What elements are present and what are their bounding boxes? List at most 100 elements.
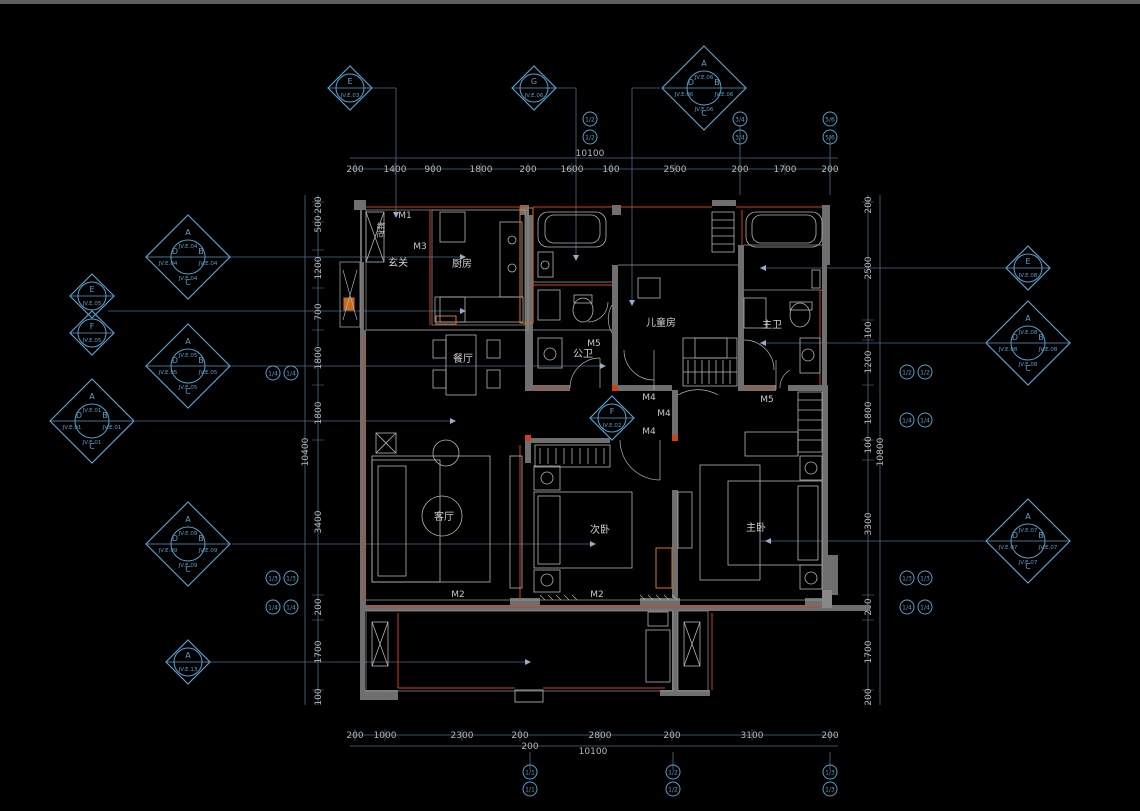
- elevation-ref: JV.E.05: [82, 338, 102, 344]
- elevation-center[interactable]: FJV.E.02: [589, 395, 635, 441]
- elevation-top-1[interactable]: EJV.E.03: [327, 65, 373, 111]
- axis-label: 1/1: [525, 770, 535, 777]
- elevation-ref: JV.E.09: [198, 548, 218, 554]
- axis-circle: [732, 129, 748, 145]
- leader-arrows: [393, 212, 771, 665]
- elevation-frame: [49, 378, 135, 464]
- elevation-letter: B: [198, 534, 204, 543]
- axis-top-2: 3/4 3/4: [732, 111, 748, 145]
- axis-circle: [732, 111, 748, 127]
- door-label-m5-master: M5: [760, 395, 774, 405]
- elevation-letter: D: [76, 411, 82, 420]
- dim-right-1: 2500: [864, 256, 874, 279]
- elevation-ref: JV.E.01: [82, 408, 102, 414]
- elevation-ref: JV.E.07: [1018, 560, 1038, 566]
- room-label-entry: 玄关: [388, 256, 408, 269]
- elevation-letter: B: [1038, 531, 1044, 540]
- axis-label: 5/6: [825, 135, 835, 142]
- axis-label: 1/2: [585, 117, 595, 124]
- elevation-letter: D: [172, 247, 178, 256]
- axis-label: 1/3: [920, 576, 930, 583]
- elevation-letter: B: [198, 356, 204, 365]
- bay-window: [339, 261, 361, 328]
- dim-top-10: 200: [821, 165, 838, 175]
- elevation-letter: A: [185, 651, 191, 660]
- room-labels: 玄关 厨房 餐厅 客厅 公卫 儿童房 主卫 次卧 主卧 鞋柜: [376, 222, 782, 536]
- floor-plan-drawing[interactable]: 10100 200 1400 900 1800 200 1600 100 250…: [0, 4, 1140, 811]
- dim-top-0: 200: [346, 165, 363, 175]
- axis-circle: [522, 764, 538, 780]
- elevation-ref: JV.E.08: [1018, 330, 1038, 336]
- elevation-letter: D: [1012, 531, 1018, 540]
- elevation-frame: [327, 65, 373, 111]
- elevation-letter: D: [688, 78, 694, 87]
- axis-circle: [899, 599, 915, 615]
- dim-left-3: 700: [314, 303, 324, 320]
- room-label-public-bath: 公卫: [573, 349, 593, 360]
- elevation-left-3[interactable]: F JV.E.05: [69, 310, 115, 356]
- dim-left-1: 500: [314, 215, 324, 232]
- axis-circle: [917, 412, 933, 428]
- door-label-m4-kids: M4: [642, 393, 656, 403]
- elevation-letter: E: [347, 77, 352, 86]
- canvas-background: [0, 4, 1140, 811]
- axis-label: 1/2: [920, 370, 930, 377]
- elevation-ref: JV.E.02: [602, 423, 622, 429]
- dim-right-6: 3300: [864, 512, 874, 535]
- axis-circle: [899, 364, 915, 380]
- elevation-ref: JV.E.06: [674, 92, 694, 98]
- axis-label: 1/4: [902, 418, 912, 425]
- elevation-top-2[interactable]: GJV.E.06: [511, 65, 557, 111]
- elevation-right-1[interactable]: EJV.E.08: [1005, 245, 1051, 291]
- dim-left-9: 100: [314, 688, 324, 705]
- elevation-ref: JV.E.06: [524, 93, 544, 99]
- elevation-ref: JV.E.04: [178, 276, 198, 282]
- axis-label: 3/4: [735, 117, 745, 124]
- elevation-ref: JV.E.01: [82, 440, 102, 446]
- elevation-left-7[interactable]: AJV.E.13: [165, 639, 211, 685]
- room-label-dining: 餐厅: [453, 352, 473, 365]
- dim-top-4: 200: [519, 165, 536, 175]
- axis-circle: [899, 412, 915, 428]
- axis-label: 1/1: [525, 787, 535, 794]
- axis-circle: [917, 364, 933, 380]
- axis-circle: [665, 764, 681, 780]
- elevation-letter: B: [1038, 333, 1044, 342]
- elevation-letter: F: [90, 322, 95, 331]
- axis-label: 1/3: [825, 787, 835, 794]
- elevation-ref: JV.E.05: [178, 385, 198, 391]
- elevation-letter: D: [172, 534, 178, 543]
- axis-circle: [822, 111, 838, 127]
- dim-bottom-6: 3100: [741, 731, 764, 741]
- axis-circle: [822, 781, 838, 797]
- elevation-ref: JV.E.04: [158, 261, 178, 267]
- elevation-ref: JV.E.07: [998, 545, 1018, 551]
- elevation-ref: JV.E.07: [1018, 528, 1038, 534]
- dim-right-9: 200: [864, 688, 874, 705]
- dimension-lines: [108, 87, 1015, 770]
- dim-top-5: 1600: [561, 165, 584, 175]
- elevation-letter: A: [1025, 314, 1031, 323]
- elevation-left-2[interactable]: EJV.E.05: [69, 273, 115, 319]
- dim-left-total: 10400: [301, 437, 311, 466]
- axis-bottom-3: 1/31/3: [822, 764, 838, 797]
- elevation-ref: JV.E.06: [714, 92, 734, 98]
- axis-label: 3/4: [735, 135, 745, 142]
- dim-left-0: 200: [314, 196, 324, 213]
- dim-top-1: 1400: [384, 165, 407, 175]
- dim-top-total: 10100: [576, 149, 605, 159]
- furniture: [365, 211, 823, 683]
- room-label-shoe-cabinet: 鞋柜: [376, 222, 386, 238]
- elevation-frame: [69, 273, 115, 319]
- dim-bottom-2: 2300: [451, 731, 474, 741]
